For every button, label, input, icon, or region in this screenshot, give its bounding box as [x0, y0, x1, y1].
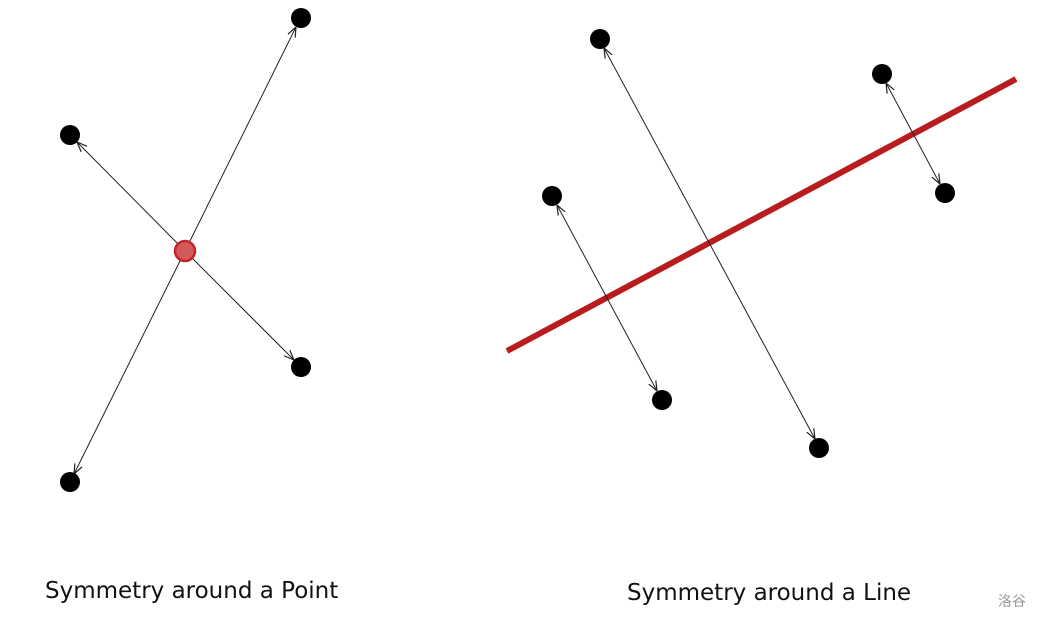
point — [60, 125, 80, 145]
arrow-to-top-right — [184, 27, 296, 252]
point — [872, 64, 892, 84]
double-arrow — [557, 205, 657, 391]
point — [291, 8, 311, 28]
line-symmetry-figure — [505, 29, 1018, 458]
arrow-to-bottom-left — [74, 250, 186, 474]
center-point — [173, 239, 197, 263]
point — [291, 357, 311, 377]
point — [935, 183, 955, 203]
double-arrow — [886, 83, 940, 184]
watermark: 洛谷 — [998, 594, 1026, 610]
caption-line-symmetry: Symmetry around a Line — [627, 580, 912, 606]
arrow-to-lower-right — [184, 250, 294, 360]
symmetry-axis-line — [505, 76, 1018, 354]
point-symmetry-figure — [60, 8, 311, 492]
point — [809, 438, 829, 458]
point — [590, 29, 610, 49]
arrow-to-upper-left — [77, 142, 186, 252]
point — [60, 472, 80, 492]
point — [652, 390, 672, 410]
double-arrow — [604, 48, 815, 439]
point — [542, 186, 562, 206]
caption-point-symmetry: Symmetry around a Point — [45, 578, 339, 604]
